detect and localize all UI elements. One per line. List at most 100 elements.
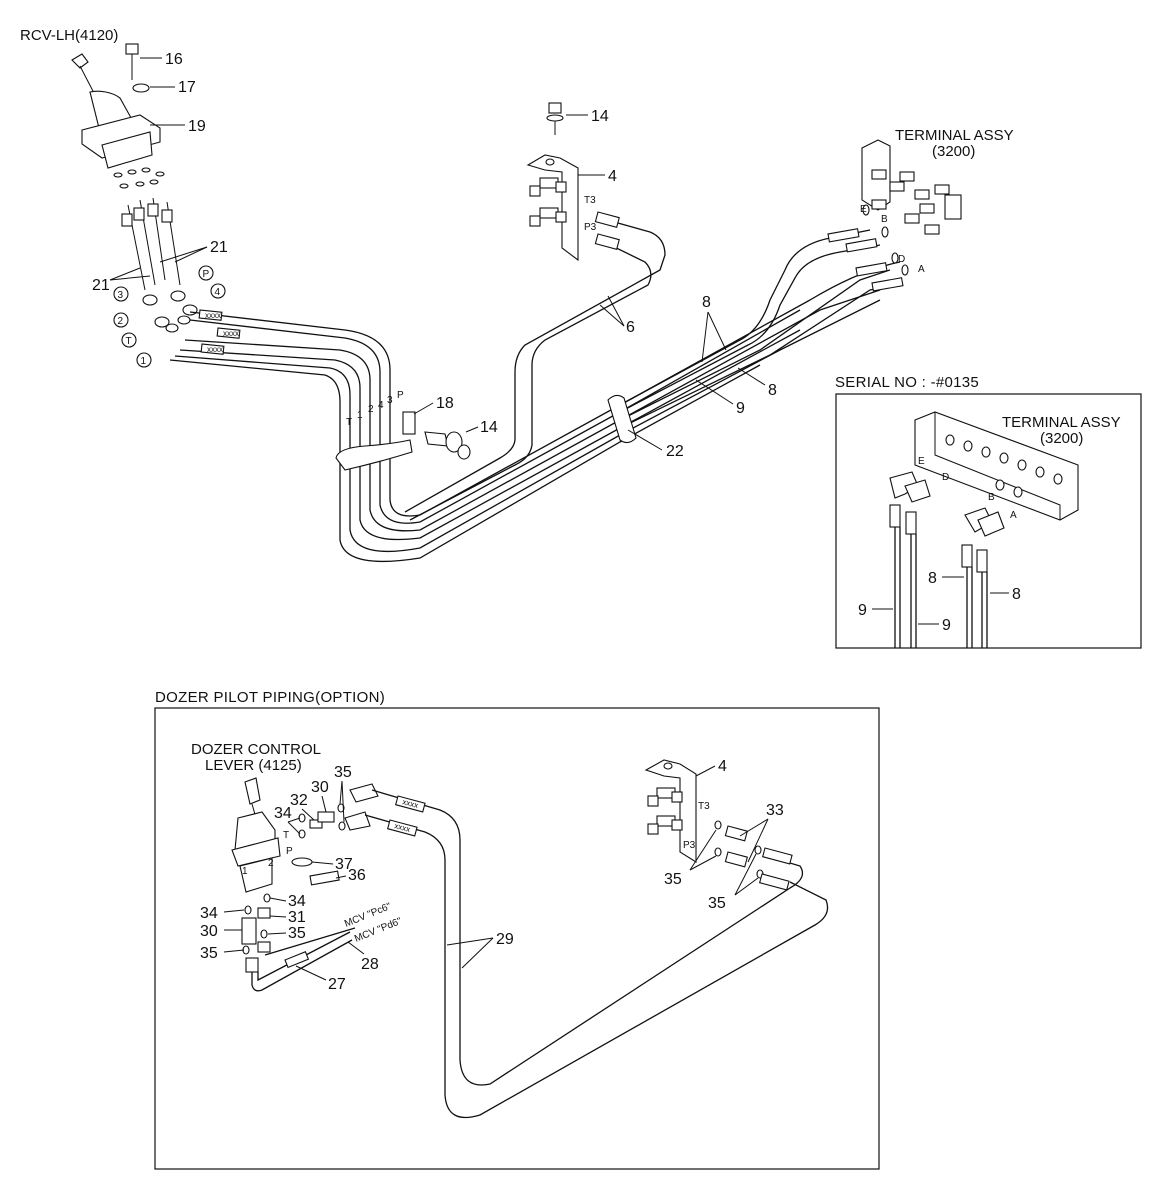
part-31-label: 31 bbox=[288, 909, 306, 926]
part-21-label-right: 21 bbox=[210, 239, 228, 256]
svg-text:xxxx: xxxx bbox=[205, 311, 221, 320]
circled-port-3: 3 bbox=[113, 286, 129, 302]
hose-port-2: 2 bbox=[368, 404, 374, 415]
dozer-lever-knob bbox=[244, 777, 261, 805]
bolt-14-upper-head bbox=[548, 102, 562, 114]
terminal-inset-holes bbox=[945, 434, 1063, 498]
port-p3-top: P3 bbox=[584, 222, 597, 233]
part-36-label: 36 bbox=[348, 867, 366, 884]
hose-port-1: 1 bbox=[357, 410, 363, 421]
bracket-4-tees bbox=[529, 177, 620, 251]
port-a-inset: A bbox=[1010, 510, 1017, 521]
serial-no-inset: SERIAL NO : -#0135 TERMINAL ASSY (3200) bbox=[835, 374, 1142, 649]
svg-text:xxxx: xxxx bbox=[223, 329, 239, 338]
svg-text:2: 2 bbox=[118, 316, 124, 327]
rcv-body bbox=[101, 131, 153, 169]
rcv-fittings bbox=[121, 197, 198, 333]
serial-no-label: SERIAL NO : -#0135 bbox=[835, 374, 979, 391]
vertical-clamp bbox=[335, 439, 413, 471]
terminal-top-fittings bbox=[827, 169, 962, 292]
part-37-label: 37 bbox=[335, 856, 353, 873]
circled-port-t: T bbox=[121, 332, 137, 348]
part-6-label: 6 bbox=[626, 319, 635, 336]
part-8-label-inset-left: 8 bbox=[928, 570, 937, 587]
part-30-label-top: 30 bbox=[311, 779, 329, 796]
part-35-label-right-a: 35 bbox=[664, 871, 682, 888]
part-29-label: 29 bbox=[496, 931, 514, 948]
port-2-dozer: 2 bbox=[268, 858, 274, 869]
part-21-label-left: 21 bbox=[92, 277, 110, 294]
port-b-inset: B bbox=[988, 492, 995, 503]
bracket-4-dozer bbox=[644, 759, 793, 891]
bolt-16-head bbox=[125, 43, 139, 55]
port-p3-dozer: P3 bbox=[683, 840, 696, 851]
port-t3-dozer: T3 bbox=[698, 801, 710, 812]
port-t3-top: T3 bbox=[584, 195, 596, 206]
svg-text:T: T bbox=[126, 336, 132, 347]
part-27-label: 27 bbox=[328, 976, 346, 993]
bracket-4 bbox=[526, 154, 579, 262]
part-8-label-upper: 8 bbox=[702, 294, 711, 311]
main-hose-bundle: xxxx xxxx xxxx T 1 2 4 3 P 18 14 22 6 8 … bbox=[169, 217, 901, 563]
part-35-label-mid: 35 bbox=[288, 925, 306, 942]
terminal-code-top: (3200) bbox=[932, 143, 975, 160]
hose-port-t: T bbox=[346, 417, 352, 428]
port-d-top: D bbox=[898, 254, 905, 265]
dozer-pilot-section: DOZER PILOT PIPING(OPTION) DOZER CONTROL… bbox=[154, 689, 880, 1170]
dozer-lever-label-2: LEVER (4125) bbox=[205, 757, 302, 774]
part-14-label-upper: 14 bbox=[591, 108, 609, 125]
part-19-label: 19 bbox=[188, 118, 206, 135]
svg-text:4: 4 bbox=[215, 287, 221, 298]
bracket-4-assembly: T3 P3 14 4 bbox=[526, 102, 620, 262]
part-28-label: 28 bbox=[361, 956, 379, 973]
rcv-orings bbox=[113, 167, 165, 189]
circled-port-2: 2 bbox=[113, 312, 129, 328]
part-34-label-left: 34 bbox=[200, 905, 218, 922]
hose-port-3: 3 bbox=[387, 395, 393, 406]
port-b-top: B bbox=[881, 214, 888, 225]
port-e-inset: E bbox=[918, 456, 925, 467]
serial-inset-frame bbox=[835, 393, 1142, 649]
dozer-frame bbox=[154, 707, 880, 1170]
part-30-label-left: 30 bbox=[200, 923, 218, 940]
dozer-lever-label-1: DOZER CONTROL bbox=[191, 741, 321, 758]
clamp-bracket-18 bbox=[402, 411, 416, 435]
hose-port-p: P bbox=[397, 390, 404, 401]
part-18-label: 18 bbox=[436, 395, 454, 412]
part-34-label-top: 34 bbox=[274, 805, 292, 822]
terminal-assy-top: TERMINAL ASSY (3200) E B D A bbox=[827, 127, 1014, 292]
rcv-hose-fittings: xxxx xxxx xxxx bbox=[198, 309, 241, 355]
washer-17 bbox=[132, 83, 150, 93]
rcv-lh-label: RCV-LH(4120) bbox=[20, 27, 118, 44]
part-34-label-mid: 34 bbox=[288, 893, 306, 910]
part-17-label: 17 bbox=[178, 79, 196, 96]
part-4-label-dozer: 4 bbox=[718, 758, 727, 775]
part-22-label: 22 bbox=[666, 443, 684, 460]
lever-knob bbox=[71, 53, 89, 69]
port-a-top: A bbox=[918, 264, 925, 275]
bolt-14-lower bbox=[424, 431, 449, 447]
svg-text:xxxx: xxxx bbox=[393, 821, 411, 834]
svg-text:3: 3 bbox=[118, 290, 124, 301]
part-4-label-top: 4 bbox=[608, 168, 617, 185]
part-16-label: 16 bbox=[165, 51, 183, 68]
terminal-assy-label-top: TERMINAL ASSY bbox=[895, 127, 1014, 144]
port-e-top: E bbox=[860, 204, 867, 215]
circled-port-4: 4 bbox=[210, 283, 226, 299]
dozer-title: DOZER PILOT PIPING(OPTION) bbox=[155, 689, 385, 706]
part-35-label-left: 35 bbox=[200, 945, 218, 962]
part-35-label-top: 35 bbox=[334, 764, 352, 781]
part-35-label-right-b: 35 bbox=[708, 895, 726, 912]
lever-shaft bbox=[79, 65, 96, 96]
port-t-dozer: T bbox=[283, 830, 289, 841]
svg-text:1: 1 bbox=[141, 356, 147, 367]
hose-29-a bbox=[371, 789, 804, 1086]
svg-text:xxxx: xxxx bbox=[401, 797, 419, 810]
dozer-lever-fittings bbox=[241, 783, 379, 973]
circled-port-p: P bbox=[198, 265, 214, 281]
part-9-label-inset-left: 9 bbox=[858, 602, 867, 619]
rcv-lh-assembly: RCV-LH(4120) bbox=[20, 27, 228, 368]
clamp-22 bbox=[607, 394, 637, 444]
part-8-label-lower: 8 bbox=[768, 382, 777, 399]
